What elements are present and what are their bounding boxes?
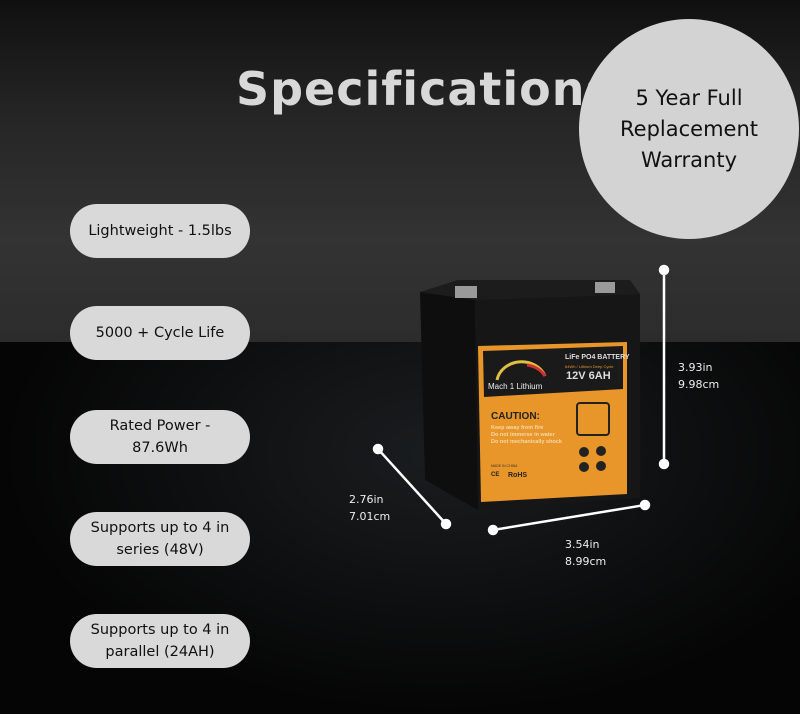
feature-pill-cycle-life: 5000 + Cycle Life — [70, 306, 250, 360]
caution-title: CAUTION: — [491, 411, 540, 422]
battery-rating: 12V 6AH — [566, 370, 611, 382]
caution-lines: Keep away from fire Do not immerse in wa… — [491, 425, 562, 446]
terminal-left — [455, 286, 477, 298]
made-in: MADE IN CHINA — [491, 464, 518, 468]
warranty-badge: 5 Year Full Replacement Warranty — [579, 19, 799, 239]
battery-type: LiFe PO4 BATTERY — [565, 354, 630, 361]
caution-line: Keep away from fire — [491, 425, 544, 431]
width-dimension-label: 3.54in 8.99cm — [565, 538, 607, 568]
twitter-icon — [579, 447, 589, 457]
width-dimension-line — [492, 503, 646, 532]
caution-line: Do not immerse in water — [491, 432, 555, 438]
terminal-right — [595, 282, 615, 293]
height-dimension-label: 3.93in 9.98cm — [678, 361, 720, 391]
instagram-icon — [596, 446, 606, 456]
feature-pill-weight: Lightweight - 1.5lbs — [70, 204, 250, 258]
label-black-band — [483, 346, 623, 397]
depth-dimension-line — [377, 448, 447, 525]
caution-line: Do not mechanically shock — [491, 439, 562, 445]
youtube-icon — [579, 462, 589, 472]
qr-code-icon — [576, 402, 610, 436]
page-title: Specifications — [236, 62, 614, 116]
warranty-text: 5 Year Full Replacement Warranty — [620, 85, 758, 172]
facebook-icon — [596, 461, 606, 471]
feature-pill-series: Supports up to 4 in series (48V) — [70, 512, 250, 566]
feature-pill-rated-power: Rated Power - 87.6Wh — [70, 410, 250, 464]
battery-subtype: 64Wh / Lithium Deep Cycle — [565, 364, 614, 369]
depth-dimension-label: 2.76in 7.01cm — [349, 493, 391, 523]
rohs-mark: RoHS — [508, 472, 528, 479]
battery-brand: Mach 1 Lithium — [488, 382, 543, 391]
feature-pill-parallel: Supports up to 4 in parallel (24AH) — [70, 614, 250, 668]
battery-side — [420, 292, 478, 510]
ce-mark: CE — [491, 472, 500, 478]
